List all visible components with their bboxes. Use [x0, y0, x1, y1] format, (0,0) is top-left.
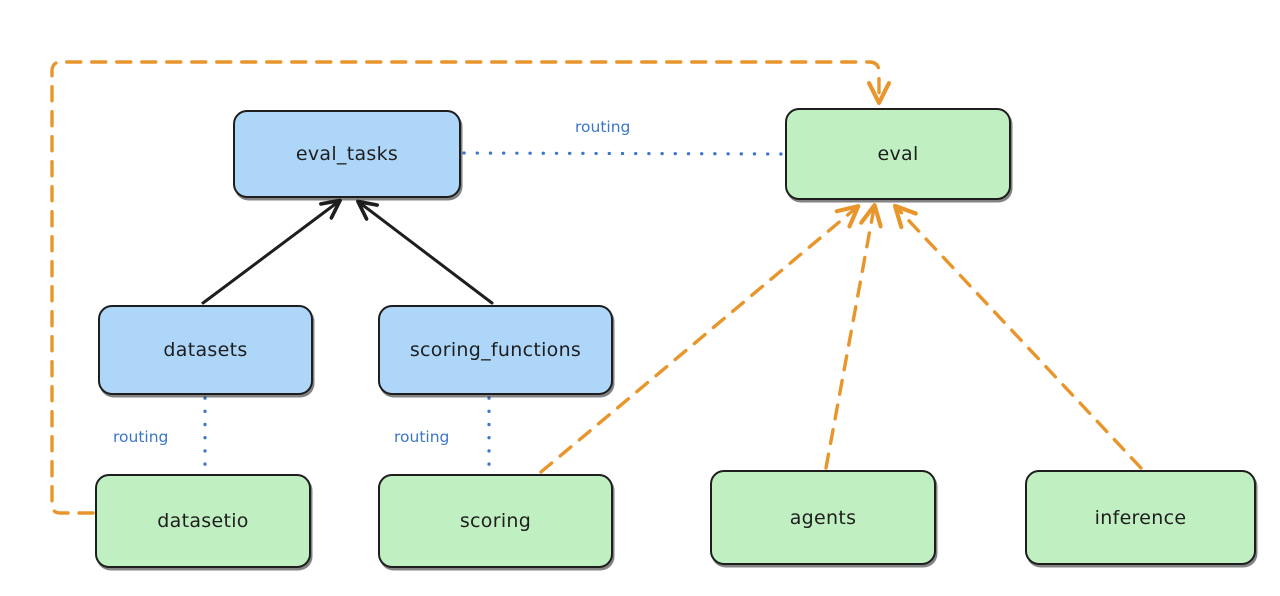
node-label: scoring_functions	[409, 339, 582, 361]
node-scoring-functions[interactable]: scoring_functions	[378, 305, 613, 395]
edge-scoring_functions-eval_tasks	[360, 203, 494, 305]
node-eval-tasks[interactable]: eval_tasks	[233, 110, 461, 198]
edge-inference-eval	[897, 208, 1143, 470]
node-eval[interactable]: eval	[785, 108, 1011, 200]
node-label: datasetio	[157, 510, 249, 532]
edge-agents-eval	[824, 208, 874, 470]
node-label: datasets	[163, 339, 248, 361]
node-label: inference	[1094, 506, 1187, 529]
node-agents[interactable]: agents	[710, 470, 936, 565]
node-datasets[interactable]: datasets	[98, 305, 313, 395]
node-scoring[interactable]: scoring	[378, 474, 613, 568]
node-inference[interactable]: inference	[1025, 470, 1256, 565]
edge-scoring-eval	[539, 208, 856, 474]
edge-datasets-eval_tasks	[201, 202, 338, 305]
edge-label-routing-scoring-functions-scoring: routing	[394, 428, 450, 446]
node-datasetio[interactable]: datasetio	[95, 474, 311, 568]
node-label: eval_tasks	[295, 143, 399, 165]
edge-eval_tasks-eval	[462, 151, 785, 156]
node-label: eval	[877, 143, 919, 165]
node-label: scoring	[459, 510, 532, 532]
edge-datasetio-eval	[50, 60, 879, 515]
edge-label-routing-datasets-datasetio: routing	[113, 428, 169, 446]
edge-label-routing-eval-tasks-eval: routing	[575, 118, 631, 136]
node-label: agents	[789, 506, 857, 529]
